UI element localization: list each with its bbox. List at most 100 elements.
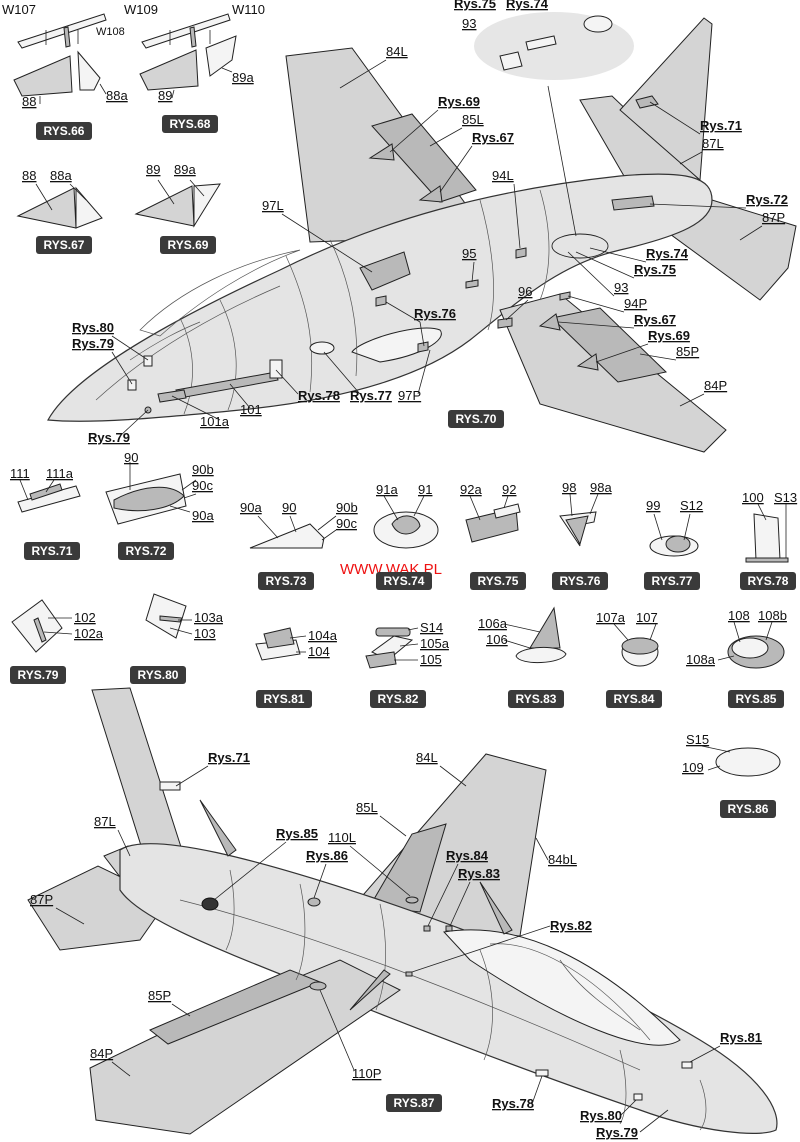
label-97L: 97L xyxy=(262,198,284,213)
badge-rys83-text: RYS.83 xyxy=(516,692,557,706)
antenna-mast xyxy=(63,26,71,48)
ref-rys69-top-p: Rys.69 xyxy=(648,328,690,343)
label-110L: 110L xyxy=(328,830,356,845)
label-104a: 104a xyxy=(308,628,338,643)
hatch-rys74 xyxy=(551,233,609,259)
detail-rys80 xyxy=(143,355,153,367)
label-94L: 94L xyxy=(492,168,514,183)
ref-rys67-top-p: Rys.67 xyxy=(634,312,676,327)
badge-rys70 xyxy=(448,410,504,428)
part-106 xyxy=(529,606,561,649)
label-89-b: 89 xyxy=(146,162,160,177)
label-111: 111 xyxy=(10,466,30,481)
label-108b: 108b xyxy=(758,608,787,623)
part-103 xyxy=(145,593,187,639)
label-97P: 97P xyxy=(398,388,421,403)
badge-rys78-text: RYS.78 xyxy=(748,574,789,588)
light-rys85 xyxy=(201,897,219,911)
label-88a: 88a xyxy=(106,88,128,103)
label-104: 104 xyxy=(308,644,330,659)
antenna-w107 xyxy=(17,13,107,49)
label-108a: 108a xyxy=(686,652,716,667)
detail-rys71-bottom xyxy=(159,781,181,791)
label-85L-bottom: 85L xyxy=(356,800,378,815)
part-96 xyxy=(497,317,513,329)
badge-rys69-text: RYS.69 xyxy=(168,238,209,252)
part-89a xyxy=(205,35,237,77)
antenna-w109 xyxy=(141,13,231,49)
badge-rys84 xyxy=(606,690,662,708)
light-110L xyxy=(405,896,419,904)
label-92a: 92a xyxy=(460,482,482,497)
part-95 xyxy=(465,279,479,289)
label-84P-bottom: 84P xyxy=(90,1046,113,1061)
label-93-inset: 93 xyxy=(462,16,476,31)
label-s15: S15 xyxy=(686,732,709,747)
label-85P-top: 85P xyxy=(676,344,699,359)
part-100 xyxy=(753,513,781,561)
badge-rys83 xyxy=(508,690,564,708)
label-103: 103 xyxy=(194,626,216,641)
light-110P xyxy=(309,981,327,991)
badge-rys74-text: RYS.74 xyxy=(384,574,425,588)
label-105a: 105a xyxy=(420,636,450,651)
label-99: 99 xyxy=(646,498,660,513)
part-90a xyxy=(113,486,185,512)
badge-rys87-text: RYS.87 xyxy=(394,1096,435,1110)
label-88-b: 88 xyxy=(22,168,36,183)
label-90c-73: 90c xyxy=(336,516,357,531)
label-85P-bottom: 85P xyxy=(148,988,171,1003)
part-89 xyxy=(139,49,199,91)
badge-rys68 xyxy=(162,115,218,133)
ref-rys75-top: Rys.75 xyxy=(634,262,676,277)
badge-rys82 xyxy=(370,690,426,708)
part-88a-glued xyxy=(75,186,103,229)
ref-rys82: Rys.82 xyxy=(550,918,592,933)
ref-rys75-inset: Rys.75 xyxy=(454,0,496,11)
label-84L-bottom: 84L xyxy=(416,750,438,765)
detail-rys78-bottom xyxy=(535,1069,549,1077)
label-85L: 85L xyxy=(462,112,484,127)
ref-rys78-bottom: Rys.78 xyxy=(492,1096,534,1111)
part-94L xyxy=(515,247,527,259)
label-w108: W108 xyxy=(96,26,125,38)
label-92: 92 xyxy=(502,482,516,497)
badge-rys66-text: RYS.66 xyxy=(44,124,85,138)
badge-rys75-text: RYS.75 xyxy=(478,574,519,588)
label-98a: 98a xyxy=(590,480,612,495)
badge-rys67 xyxy=(36,236,92,254)
ref-rys74-inset: Rys.74 xyxy=(506,0,549,11)
badge-rys80 xyxy=(130,666,186,684)
wing-fence xyxy=(479,881,513,935)
label-89a: 89a xyxy=(232,70,254,85)
label-101a: 101a xyxy=(200,414,230,429)
detail-rys69 xyxy=(134,179,221,228)
part-93-inset xyxy=(499,51,523,71)
part-104a xyxy=(263,627,295,649)
ref-rys72-top: Rys.72 xyxy=(746,192,788,207)
part-s13 xyxy=(745,557,789,563)
badge-rys76 xyxy=(552,572,608,590)
ref-rys85: Rys.85 xyxy=(276,826,318,841)
part-98 xyxy=(565,515,589,546)
label-106a: 106a xyxy=(478,616,508,631)
badge-rys85 xyxy=(728,690,784,708)
part-108 xyxy=(731,637,769,659)
part-s12 xyxy=(665,535,691,553)
badge-rys81-text: RYS.81 xyxy=(264,692,305,706)
label-101: 101 xyxy=(240,402,262,417)
air-intake xyxy=(351,327,442,363)
badge-rys87 xyxy=(386,1094,442,1112)
label-107a: 107a xyxy=(596,610,626,625)
part-102a xyxy=(33,617,47,643)
label-90a-73: 90a xyxy=(240,500,262,515)
label-s14: S14 xyxy=(420,620,443,635)
label-88a-b: 88a xyxy=(50,168,72,183)
part-89a-glued xyxy=(193,183,221,228)
label-90-72: 90 xyxy=(124,450,138,465)
label-84bL: 84bL xyxy=(548,852,577,867)
badge-rys86 xyxy=(720,800,776,818)
badge-rys77 xyxy=(644,572,700,590)
